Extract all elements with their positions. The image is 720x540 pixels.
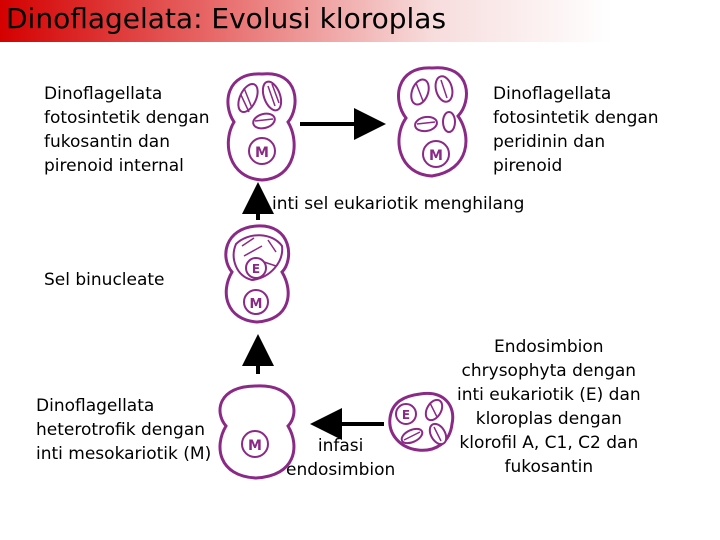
chloroplast-icon	[241, 237, 277, 267]
nucleus-letter-m: M	[255, 145, 269, 161]
chloroplast-icon	[410, 78, 430, 106]
label-binucleate: Sel binucleate	[44, 270, 165, 290]
chloroplast-icon	[400, 427, 424, 445]
eukaryotic-nucleus	[245, 257, 267, 279]
label-endosymbiont-infection: infasi endosimbion	[286, 436, 396, 480]
mesokaryotic-nucleus	[241, 430, 269, 458]
heterotrophic-dinoflagellate-cell: M	[218, 384, 296, 480]
chloroplast-icon	[424, 398, 444, 422]
nucleus-letter-m: M	[250, 297, 263, 312]
nucleus-letter-m: M	[248, 438, 262, 454]
nucleus-letter-e: E	[402, 408, 410, 422]
chloroplast-icon	[442, 111, 456, 133]
chloroplast-icon	[434, 75, 454, 103]
binucleate-cell: E M	[224, 224, 291, 324]
page-title: Dinoflagelata: Evolusi kloroplas	[6, 2, 447, 35]
chloroplast-icon	[414, 115, 438, 133]
mesokaryotic-nucleus	[243, 289, 269, 315]
label-heterotrophic-dinoflagellate: Dinoflagellata heterotrofik dengan inti …	[36, 396, 212, 464]
title-bar: Dinoflagelata: Evolusi kloroplas	[0, 0, 720, 42]
nucleus-letter-e: E	[252, 262, 260, 276]
chloroplast-icon	[428, 422, 448, 446]
chrysophyte-endosymbiont-cell: E	[388, 391, 455, 452]
nucleus-letter-m: M	[429, 148, 443, 164]
mesokaryotic-nucleus	[248, 137, 276, 165]
eukaryotic-nucleus	[395, 403, 417, 425]
fucoxanthin-dinoflagellate-cell: M	[226, 72, 297, 182]
chloroplast-icon	[261, 80, 283, 112]
label-chrysophyte-endosymbiont: Endosimbion chrysophyta dengan inti euka…	[457, 337, 641, 477]
peridinin-dinoflagellate-cell: M	[397, 66, 468, 178]
label-peridinin-dinoflagellate: Dinoflagellata fotosintetik dengan perid…	[493, 84, 659, 176]
chloroplast-icon	[237, 82, 259, 114]
mesokaryotic-nucleus	[422, 140, 450, 168]
label-nucleus-loss: inti sel eukariotik menghilang	[272, 194, 525, 214]
chloroplast-icon	[252, 112, 276, 130]
label-fucoxanthin-dinoflagellate: Dinoflagellata fotosintetik dengan fukos…	[44, 84, 210, 176]
